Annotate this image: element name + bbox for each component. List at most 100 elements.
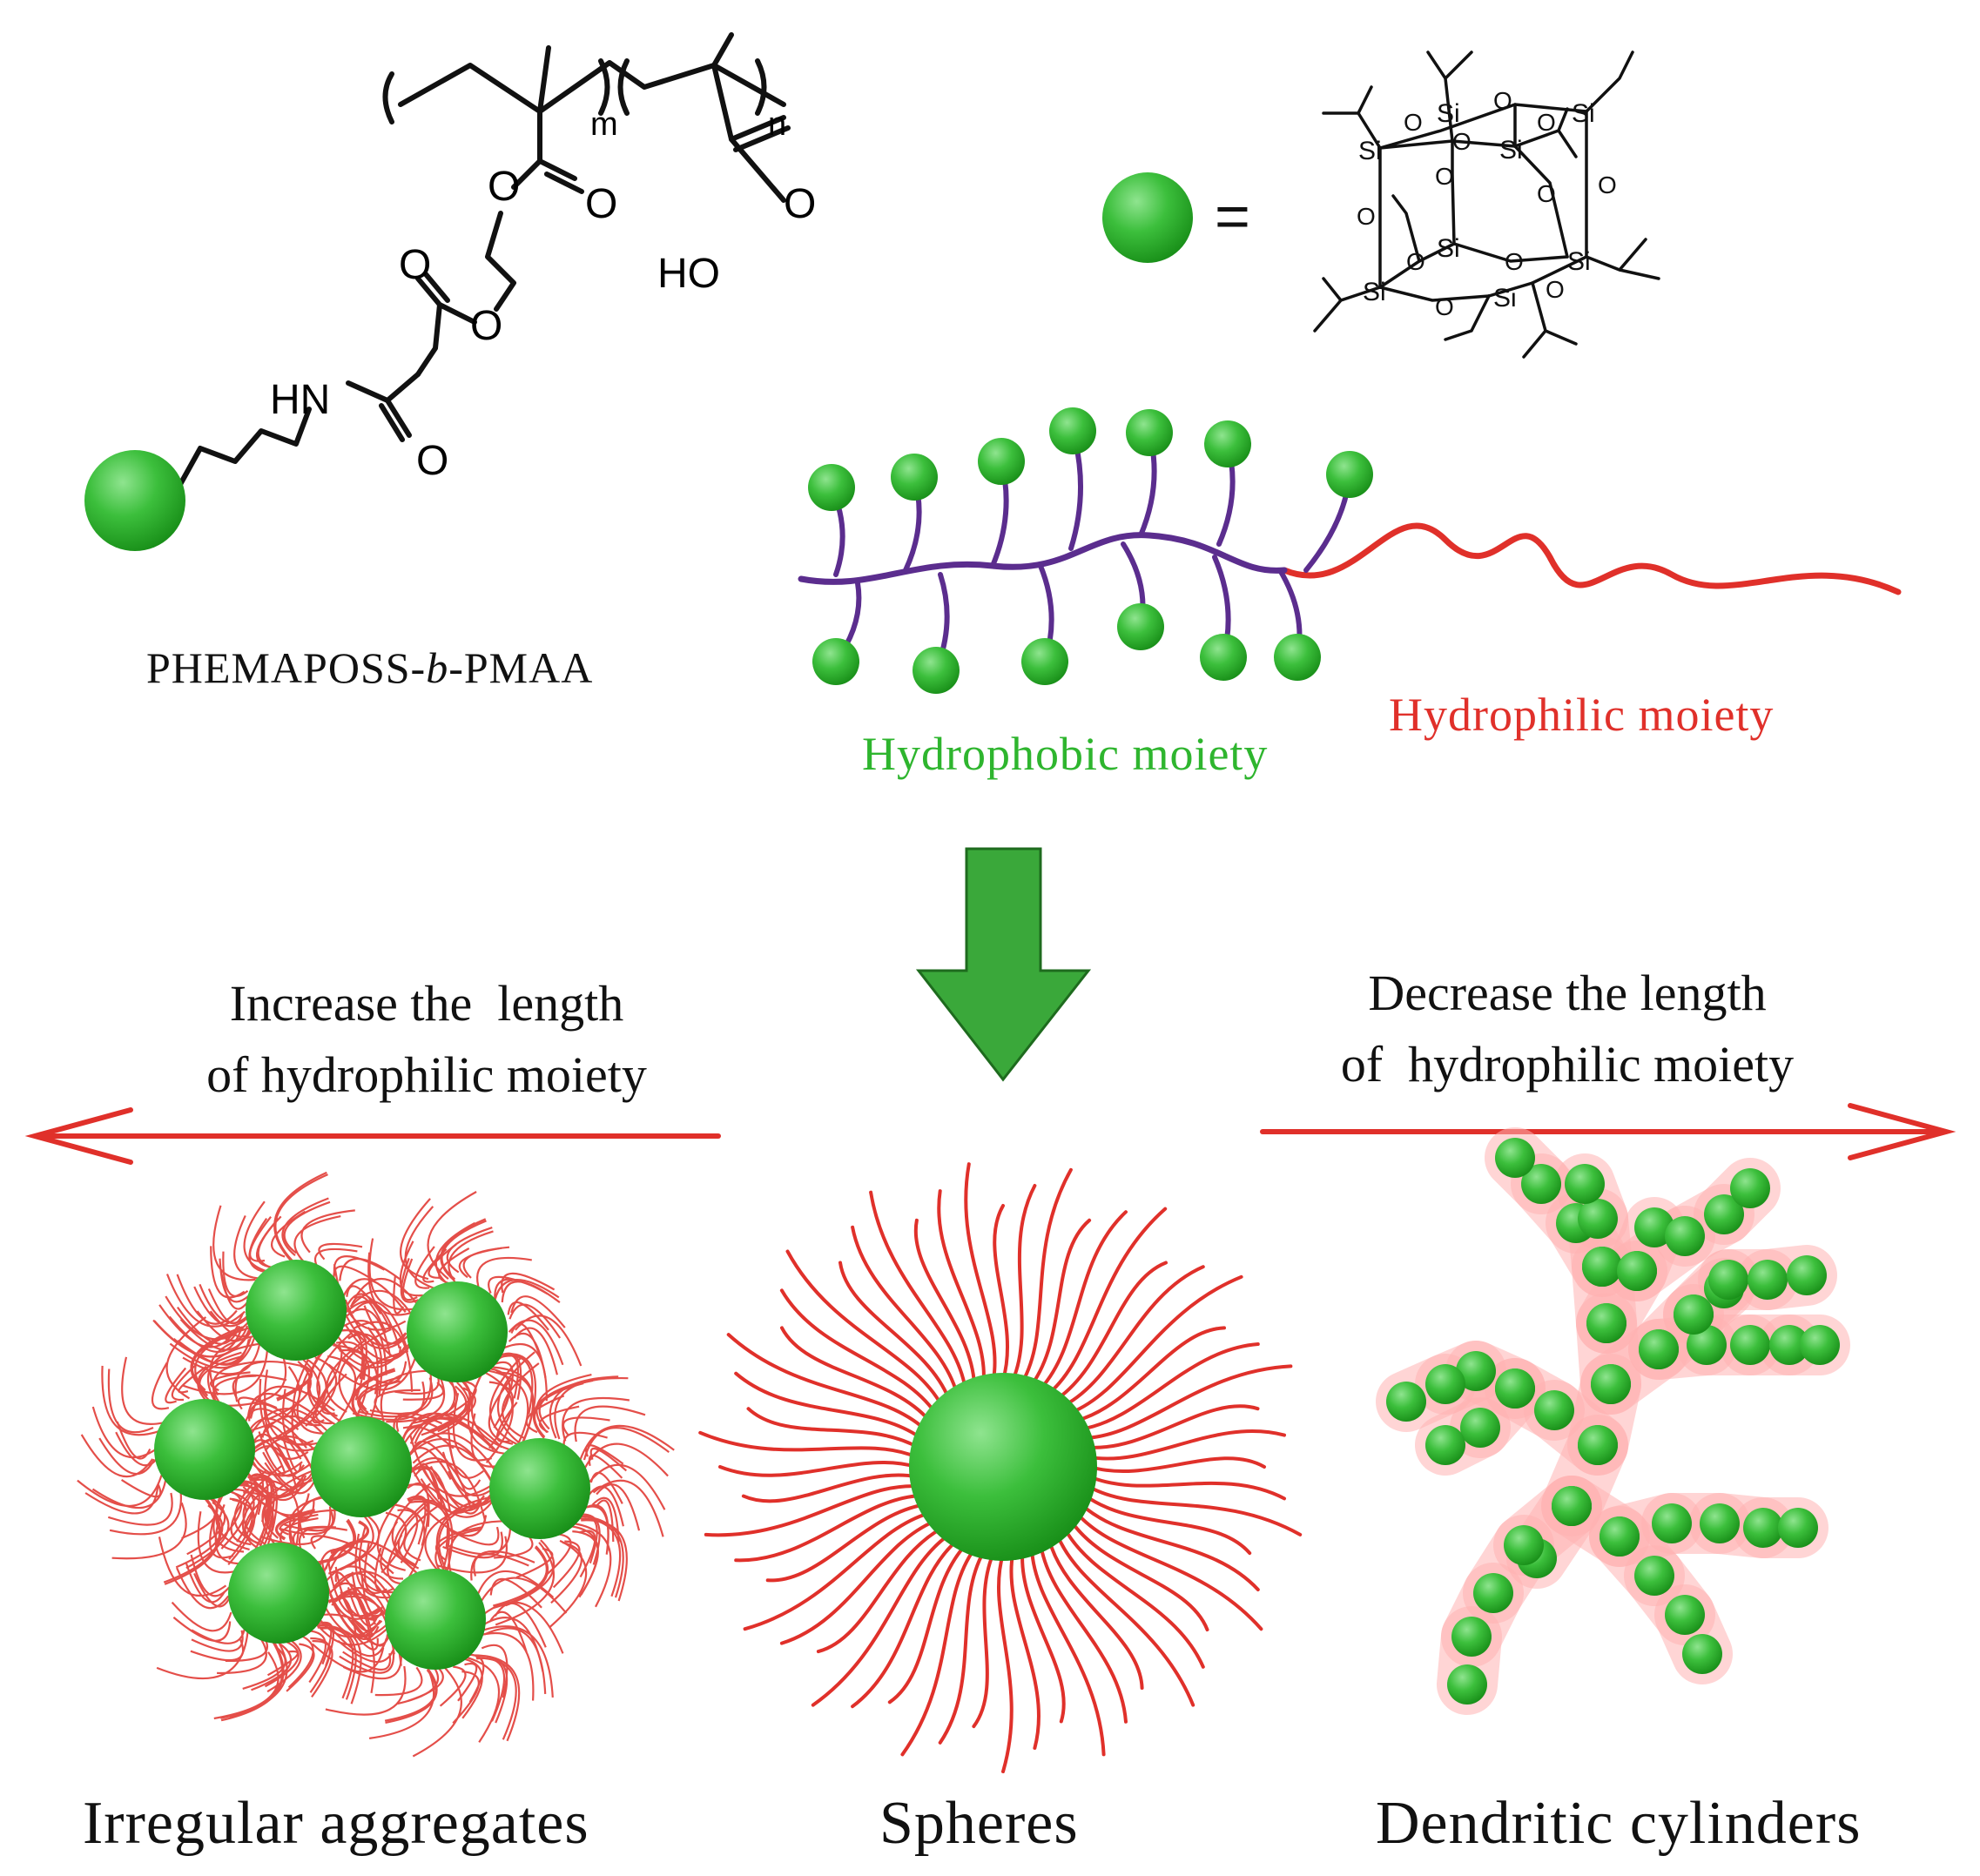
corona-chain [475,1631,535,1701]
corona-chain [576,1517,622,1597]
corona-chain [121,1356,164,1425]
corona-chain [816,1526,944,1654]
cylinder-bead [1565,1164,1605,1204]
corona-chain [230,1485,257,1546]
corona-chain [1039,1543,1128,1724]
corona-chain [338,1328,392,1416]
corona-chain [281,1389,314,1446]
corona-chain [510,1322,542,1361]
corona-chain [1009,1551,1041,1750]
atom-label: O [399,242,431,288]
corona-chain [535,1374,592,1434]
cylinder-bead [1743,1508,1783,1548]
corona-chain [264,1369,319,1446]
poss-unit [891,454,938,501]
corona-chain [357,1376,401,1416]
corona-chain [746,1407,920,1449]
aggregate-core [311,1416,412,1517]
corona-chain [393,1274,405,1315]
irregular-aggregates-label: Irregular aggregates [83,1790,589,1857]
corona-chain [1080,1503,1260,1591]
cylinder-bead [1521,1164,1561,1204]
corona-chain [811,1533,951,1707]
corona-chain [397,1499,434,1570]
corona-chain [325,1665,407,1716]
corona-chain [1062,1265,1205,1408]
increase-line-2: of hydrophilic moiety [206,1046,647,1103]
corona-chain [972,1551,995,1729]
corona-chain [400,1198,431,1281]
corona-chain [698,1430,919,1459]
poss-unit [1049,407,1096,454]
corona-chain [505,1539,556,1607]
corona-chain [779,1519,937,1645]
corona-chain [421,1385,468,1436]
cylinder-bead [1787,1255,1827,1295]
o-label: O [1435,293,1454,320]
corona-chain [1088,1456,1266,1474]
si-label: Si [1358,137,1382,165]
corona-chain [538,1405,580,1434]
corona-chain [293,1359,321,1427]
cylinder-bead [1504,1525,1544,1565]
corona-chain [190,1638,245,1662]
aggregate-core [246,1260,347,1361]
si-label: Si [1363,278,1386,306]
corona-chain [386,1375,446,1423]
corona-chain [578,1424,675,1463]
o-label: O [1598,171,1617,198]
cylinder-bead [1386,1382,1426,1422]
corona-chain [91,1406,161,1459]
corona-chain [448,1520,516,1579]
corona-chain [571,1522,612,1608]
corona-chain [494,1361,514,1408]
cylinder-bead [1425,1425,1465,1465]
corona-chain [498,1354,519,1399]
decrease-line-2: of hydrophilic moiety [1340,1036,1795,1093]
corona-chain [212,1205,256,1281]
corona-chain [333,1265,376,1282]
corona-chain [264,1640,300,1688]
corona-chain [596,1483,641,1531]
corona-chain [414,1416,499,1453]
corona-chain [109,1487,183,1536]
corona-chain [342,1651,392,1671]
corona-chain [351,1571,392,1617]
corona-chain [1086,1404,1260,1449]
polymer-name: PHEMAPOSS-b-PMAA [146,642,593,693]
cylinder-bead [1425,1364,1465,1404]
cylinder-bead [1586,1303,1626,1343]
corona-chain [284,1509,334,1532]
corona-chain [340,1591,381,1632]
corona-chain [193,1572,232,1608]
corona-chain [380,1521,404,1580]
corona-chain [887,1543,967,1705]
corona-chain [402,1374,456,1429]
corona-chain [502,1343,548,1402]
hydrophobic-moiety-label: Hydrophobic moiety [862,728,1269,780]
dendritic-cylinders-cartoon [1376,1127,1850,1715]
corona-chain [374,1666,423,1697]
corona-chain [851,1538,959,1709]
cylinder-bead [1665,1216,1705,1256]
corona-chain [1074,1511,1263,1631]
cylinder-bead [1674,1294,1714,1335]
poss-cage-structure [1313,50,1660,359]
corona-chain [176,1274,238,1325]
corona-chain [354,1533,398,1599]
corona-chain [442,1531,503,1559]
corona-chain [583,1427,670,1461]
corona-chain [1055,1261,1168,1401]
cylinder-bead [1456,1351,1496,1391]
right-arrow-icon [1260,1103,1956,1160]
corona-chain [993,1204,1010,1382]
corona-chain [510,1295,566,1328]
corona-chain [481,1644,508,1698]
corona-chain [1086,1484,1303,1536]
sphere-core [909,1373,1097,1561]
corona-chain [384,1669,437,1722]
corona-chain [158,1536,227,1597]
corona-chain [347,1333,383,1395]
corona-chain [513,1327,558,1375]
atom-label: HN [270,377,330,423]
